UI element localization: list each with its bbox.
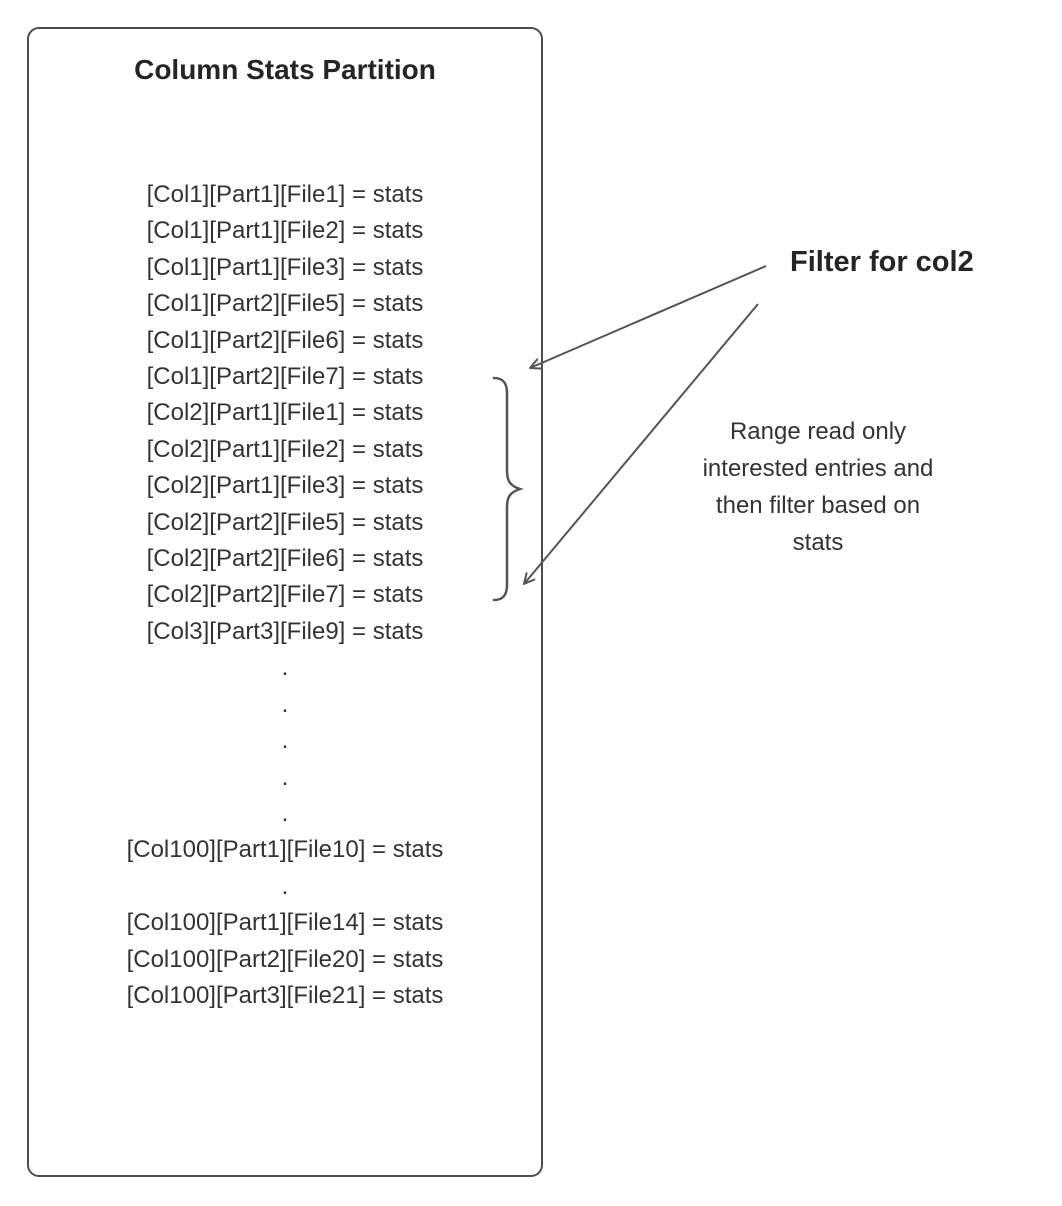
- entry-line: [Col2][Part2][File6] = stats: [146, 545, 424, 573]
- entry-line: [Col1][Part2][File5] = stats: [146, 290, 424, 318]
- range-note-line: stats: [792, 529, 844, 556]
- filter-for-col2-label: Filter for col2: [790, 246, 974, 278]
- entry-list: [Col1][Part1][File1] = stats [Col1][Part…: [27, 177, 543, 1014]
- range-note-line: interested entries and: [702, 455, 934, 482]
- ellipsis-dot: .: [281, 799, 289, 827]
- ellipsis-dot: .: [281, 872, 289, 900]
- entry-line: [Col1][Part1][File2] = stats: [146, 217, 424, 245]
- entry-line: [Col2][Part1][File2] = stats: [146, 435, 424, 463]
- entry-line: [Col1][Part2][File6] = stats: [146, 326, 424, 354]
- entry-line: [Col100][Part1][File10] = stats: [126, 836, 444, 864]
- ellipsis-dot: .: [281, 654, 289, 682]
- entry-line: [Col100][Part2][File20] = stats: [126, 945, 444, 973]
- entry-line: [Col2][Part1][File3] = stats: [146, 472, 424, 500]
- entry-line: [Col1][Part1][File3] = stats: [146, 253, 424, 281]
- entry-line: [Col2][Part1][File1] = stats: [146, 399, 424, 427]
- ellipsis-dot: .: [281, 727, 289, 755]
- diagram-title: Column Stats Partition: [134, 54, 436, 85]
- entry-line: [Col2][Part2][File7] = stats: [146, 581, 424, 609]
- entry-line: [Col1][Part1][File1] = stats: [146, 181, 424, 208]
- ellipsis-dot: .: [281, 690, 289, 718]
- column-stats-partition-box: [27, 27, 543, 1177]
- entry-line: [Col3][Part3][File9] = stats: [146, 617, 424, 645]
- entry-line: [Col100][Part3][File21] = stats: [126, 981, 444, 1009]
- entry-line: [Col2][Part2][File5] = stats: [146, 508, 424, 536]
- entry-line: [Col100][Part1][File14] = stats: [126, 909, 444, 937]
- range-note-line: then filter based on: [715, 492, 921, 519]
- entry-line: [Col1][Part2][File7] = stats: [146, 363, 424, 391]
- filter-arrow-top: [529, 265, 767, 370]
- range-read-note: Range read only interested entries and t…: [660, 413, 976, 561]
- ellipsis-dot: .: [281, 763, 289, 791]
- range-note-line: Range read only: [729, 418, 907, 445]
